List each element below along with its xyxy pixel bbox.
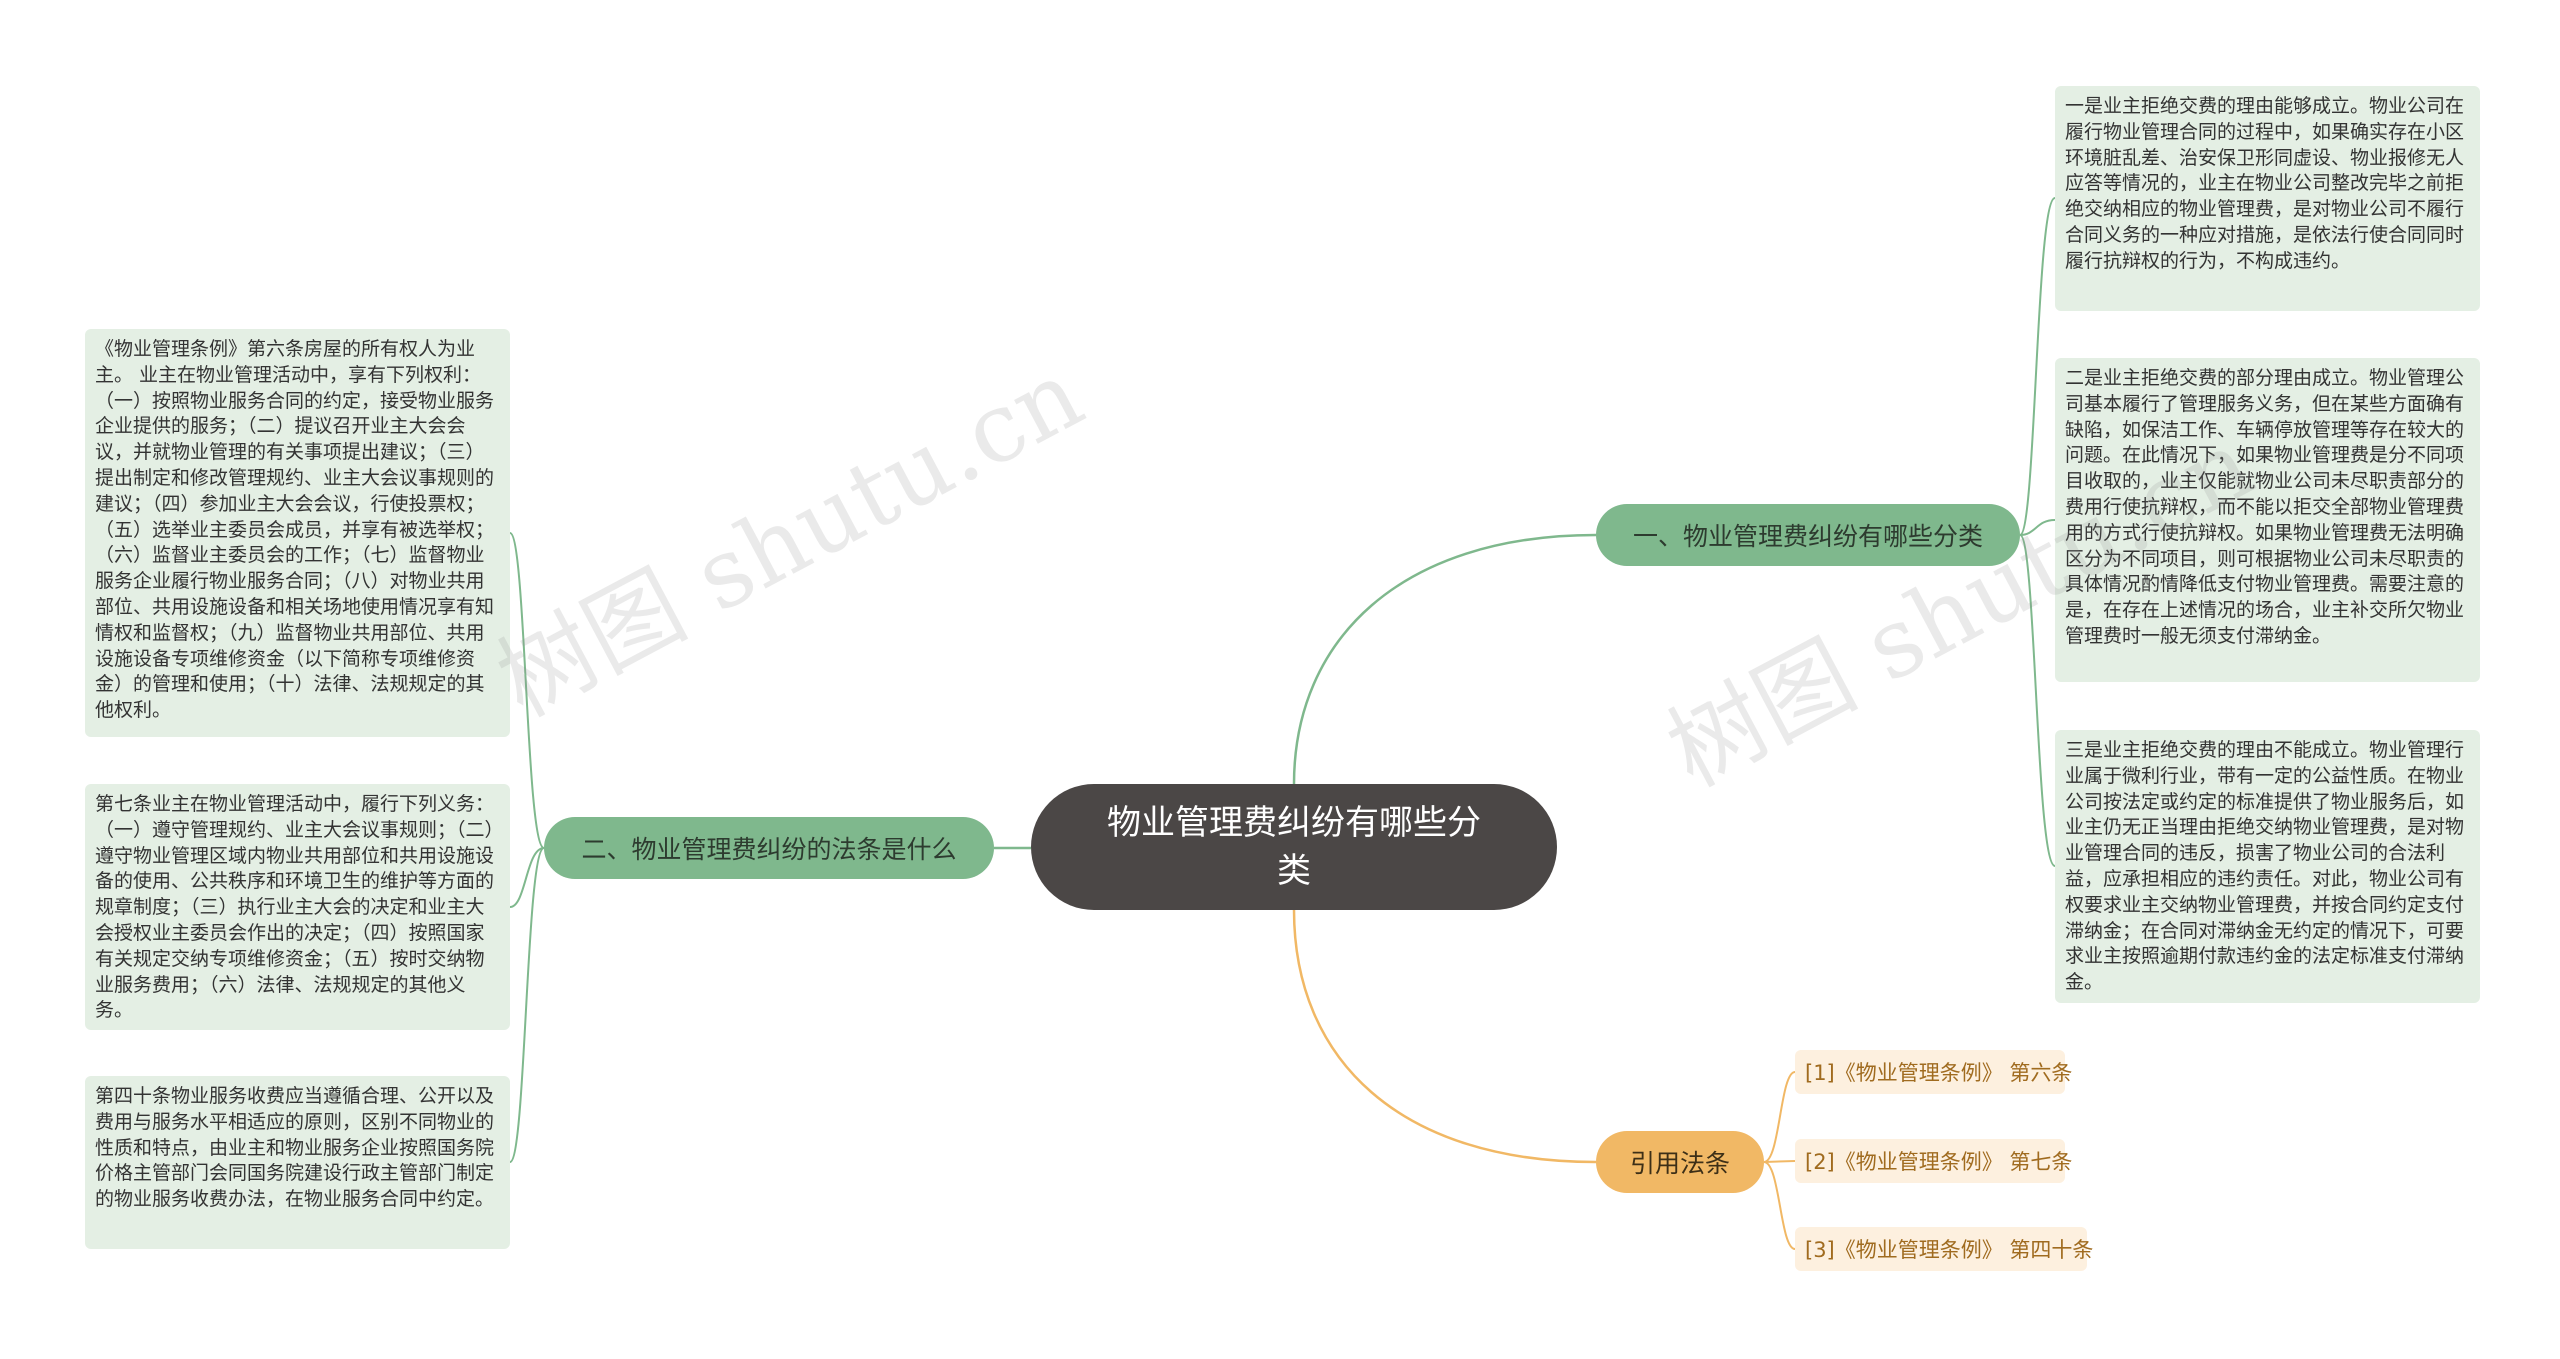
branch-cited-laws[interactable]: 引用法条 xyxy=(1596,1131,1764,1193)
ref-article-40[interactable]: [3]《物业管理条例》 第四十条 xyxy=(1795,1227,2093,1271)
link-b1-r1 xyxy=(2019,197,2056,536)
leaf-article-7[interactable]: 第七条业主在物业管理活动中，履行下列义务：（一）遵守管理规约、业主大会议事规则；… xyxy=(85,784,510,1030)
branch-label: 一、物业管理费纠纷有哪些分类 xyxy=(1632,522,1983,551)
branch-label: 二、物业管理费纠纷的法条是什么 xyxy=(581,835,957,864)
branch-legal-articles[interactable]: 二、物业管理费纠纷的法条是什么 xyxy=(544,817,994,879)
link-b3-ref1 xyxy=(1763,1071,1796,1163)
root-topic[interactable]: 物业管理费纠纷有哪些分类 xyxy=(1031,784,1557,910)
branch-classification[interactable]: 一、物业管理费纠纷有哪些分类 xyxy=(1596,504,2020,566)
link-b2-l3 xyxy=(509,847,545,1163)
root-topic-label: 物业管理费纠纷有哪些分类 xyxy=(1107,803,1481,891)
link-b3-ref2 xyxy=(1763,1160,1796,1163)
link-root-b1 xyxy=(1292,533,1597,785)
link-b2-l1 xyxy=(509,532,545,849)
leaf-article-6[interactable]: 《物业管理条例》第六条房屋的所有权人为业主。 业主在物业管理活动中，享有下列权利… xyxy=(85,329,510,737)
ref-label: [3]《物业管理条例》 第四十条 xyxy=(1805,1238,2094,1262)
ref-article-6[interactable]: [1]《物业管理条例》 第六条 xyxy=(1795,1050,2072,1094)
leaf-classification-2[interactable]: 二是业主拒绝交费的部分理由成立。物业管理公司基本履行了管理服务义务，但在某些方面… xyxy=(2055,358,2480,682)
link-b3-ref3 xyxy=(1763,1161,1796,1250)
leaf-classification-1[interactable]: 一是业主拒绝交费的理由能够成立。物业公司在履行物业管理合同的过程中，如果确实存在… xyxy=(2055,86,2480,311)
branch-label: 引用法条 xyxy=(1629,1149,1730,1178)
leaf-article-40[interactable]: 第四十条物业服务收费应当遵循合理、公开以及费用与服务水平相适应的原则，区别不同物… xyxy=(85,1076,510,1249)
link-b1-r3 xyxy=(2019,534,2056,867)
link-b2-l2 xyxy=(509,847,545,908)
link-root-b3 xyxy=(1292,909,1597,1164)
ref-article-7[interactable]: [2]《物业管理条例》 第七条 xyxy=(1795,1139,2072,1183)
link-b1-r2 xyxy=(2019,519,2056,536)
ref-label: [1]《物业管理条例》 第六条 xyxy=(1805,1061,2073,1085)
leaf-classification-3[interactable]: 三是业主拒绝交费的理由不能成立。物业管理行业属于微利行业，带有一定的公益性质。在… xyxy=(2055,730,2480,1003)
ref-label: [2]《物业管理条例》 第七条 xyxy=(1805,1150,2073,1174)
